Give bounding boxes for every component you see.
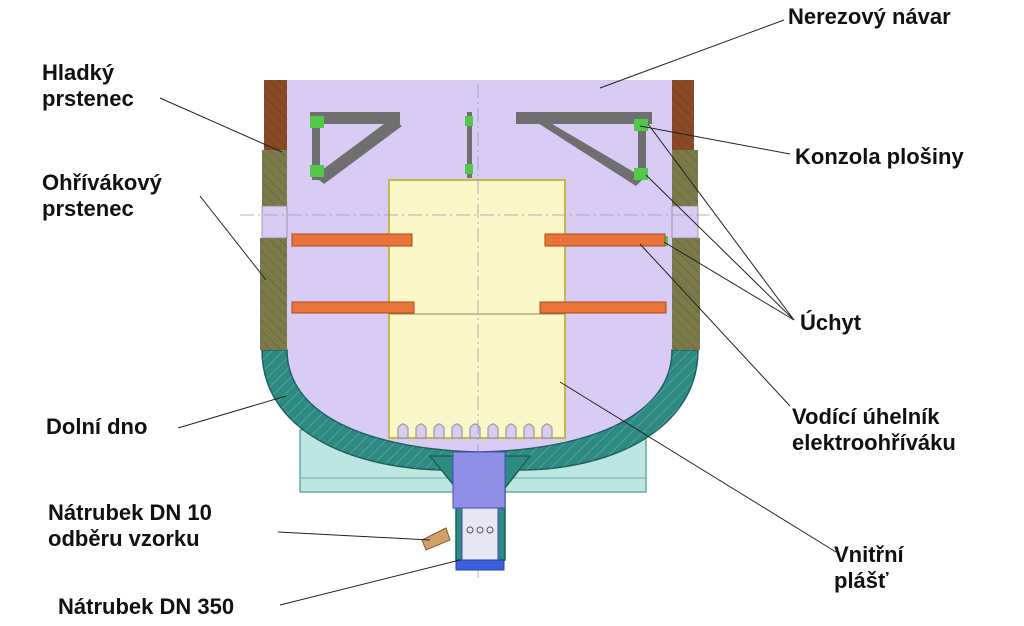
smooth-ring-left-hatch (264, 80, 287, 162)
nozzle-dn350-flange (455, 559, 505, 571)
label-dolni-dno: Dolní dno (46, 414, 147, 440)
label-text: plášť (834, 568, 889, 593)
bottom-head-hatch (262, 350, 698, 470)
label-natrubek-dn10: Nátrubek DN 10 odběru vzorku (48, 500, 212, 552)
wall-left-gap (261, 205, 288, 239)
attachment-left-bottom (310, 165, 324, 177)
heater-guide-right-lower (539, 301, 667, 314)
label-text: elektroohříváku (792, 430, 956, 455)
label-text: Vodící úhelník (792, 404, 940, 429)
label-vodici-uhelnik: Vodící úhelník elektroohříváku (792, 404, 956, 456)
label-ohrivakovy-prstenec: Ohřívákový prstenec (42, 170, 162, 222)
attachment-right-top (634, 119, 648, 131)
attachment-right-bottom (634, 168, 648, 180)
attachment-center-top (465, 116, 473, 126)
label-text: Nerezový návar (788, 4, 951, 29)
label-hladky-prstenec: Hladký prstenec (42, 60, 134, 112)
label-text: prstenec (42, 86, 134, 111)
platform-bracket-left (310, 112, 402, 184)
platform-bracket-right (516, 112, 652, 186)
label-text: Nátrubek DN 350 (58, 594, 235, 619)
nozzle-dn10 (421, 527, 451, 551)
center-hook (467, 112, 472, 178)
heater-ring-left-hatch (260, 238, 287, 350)
inner-shell (388, 179, 566, 439)
label-vnitrni-plast: Vnitřní plášť (834, 542, 904, 594)
leader-lines (159, 19, 837, 606)
wall-left-upper-hatch (262, 150, 287, 206)
nozzle-dn350-neck (461, 507, 499, 561)
label-natrubek-dn350: Nátrubek DN 350 (58, 594, 234, 620)
attachment-center-bottom (465, 164, 473, 174)
label-text: odběru vzorku (48, 526, 200, 551)
label-text: Dolní dno (46, 414, 148, 439)
label-text: Vnitřní (834, 542, 904, 567)
nozzle-hole (466, 526, 474, 534)
heater-guide-left-upper (291, 233, 413, 247)
label-text: Konzola plošiny (795, 144, 964, 169)
label-nerezovy-navar: Nerezový návar (788, 4, 951, 30)
nozzle-hole (486, 526, 494, 534)
wall-right-upper-hatch (672, 150, 698, 206)
label-konzola-plosiny: Konzola plošiny (795, 144, 964, 170)
heater-guide-left-lower (291, 301, 415, 314)
nozzle-dn350-bore (452, 451, 506, 509)
label-uchyt: Úchyt (800, 310, 861, 336)
label-text: Úchyt (800, 310, 862, 335)
inner-shell-slots (397, 423, 553, 439)
label-text: prstenec (42, 196, 134, 221)
nozzle-hole (476, 526, 484, 534)
attachment-left-top (310, 116, 324, 128)
label-text: Hladký (42, 60, 115, 85)
label-text: Nátrubek DN 10 (48, 500, 212, 525)
heater-guide-right-upper (544, 233, 666, 247)
smooth-ring-right-hatch (672, 80, 694, 162)
label-text: Ohřívákový (42, 170, 162, 195)
